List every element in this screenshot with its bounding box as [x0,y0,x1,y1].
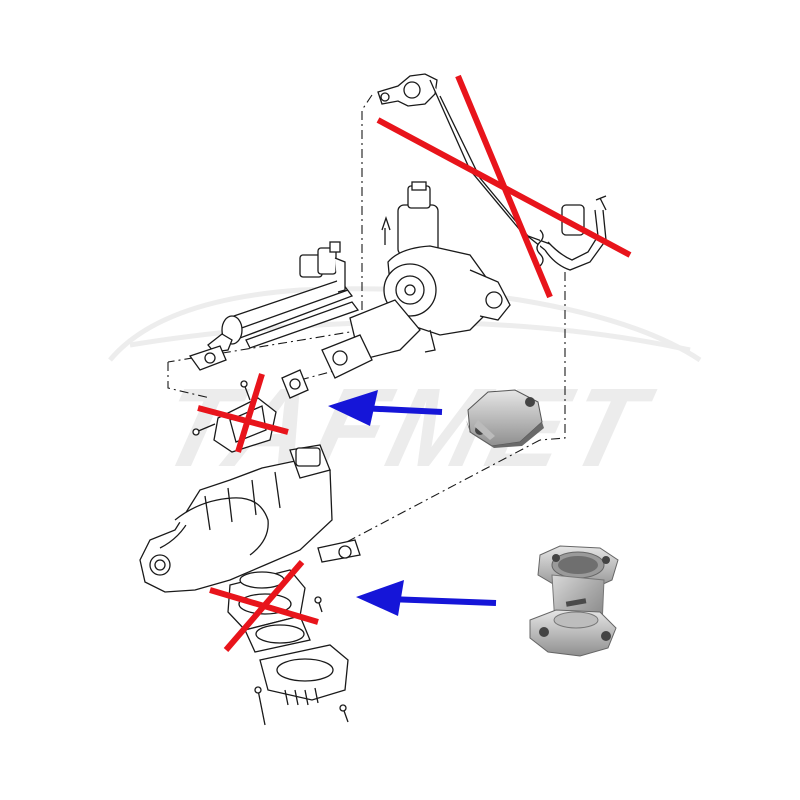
egr-bypass-pipe [529,545,619,657]
cross-mark-icon [197,373,289,453]
egr-cooler [188,241,360,371]
arrow-left-icon [356,580,497,616]
cross-mark-icon [376,74,632,299]
arrow-left-icon [328,390,443,426]
cross-mark-icon [209,560,319,652]
egr-blanking-plate [466,389,544,448]
turbocharger [321,181,511,379]
egr-valve-flange [227,569,349,726]
intake-manifold [139,444,361,593]
